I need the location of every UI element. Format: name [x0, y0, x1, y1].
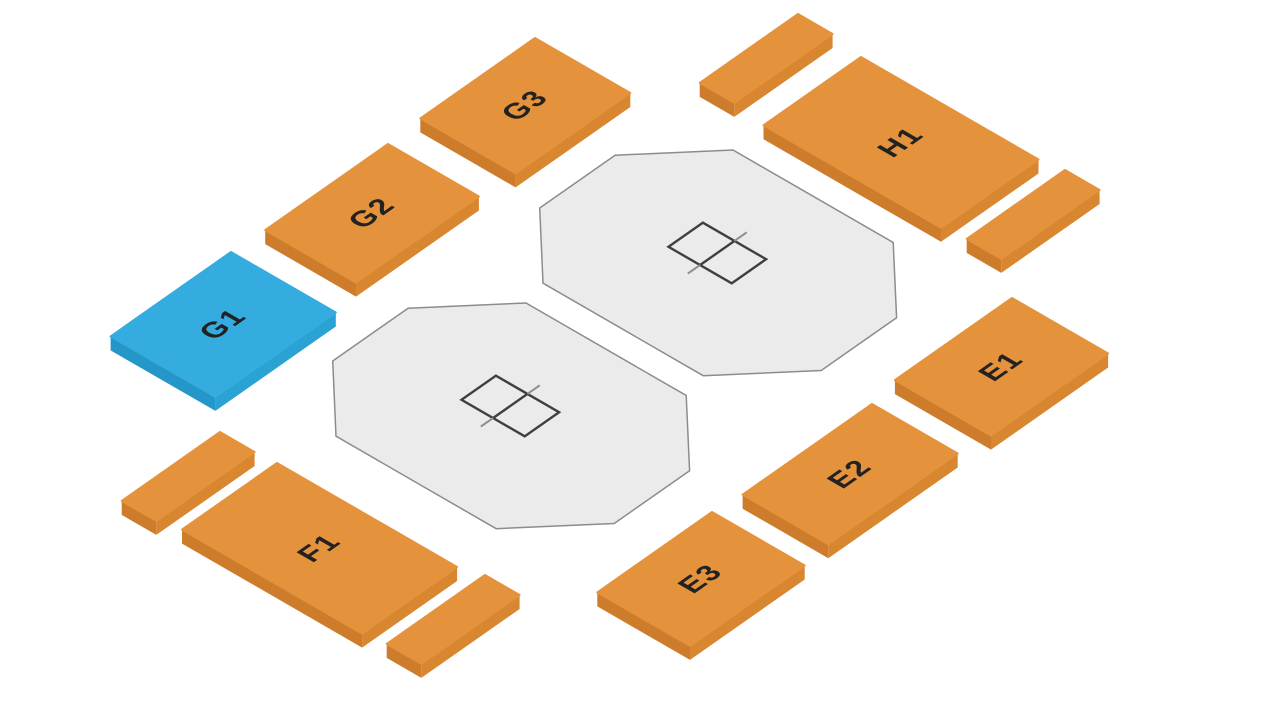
court-outline	[459, 374, 562, 438]
court-net-extension	[480, 417, 494, 428]
section-strip-nw-of-h1[interactable]	[698, 13, 834, 117]
court-net-extension	[526, 384, 541, 395]
strip-side-left	[966, 238, 1002, 273]
section-e1-side-left	[894, 380, 991, 450]
arena-floor-north-shape	[538, 149, 898, 377]
section-e2-top	[741, 403, 959, 546]
section-e3-side-right	[690, 565, 805, 660]
section-strip-nw-of-f1[interactable]	[120, 431, 256, 535]
section-h1-side-left	[763, 125, 941, 242]
strip-side-right	[734, 34, 833, 117]
section-g3-side-left	[420, 118, 516, 188]
section-g2[interactable]: G2	[264, 143, 480, 297]
strip-top	[698, 13, 834, 104]
strip-side-right	[421, 595, 520, 678]
section-g2-side-left	[265, 230, 356, 297]
court-net-extension	[687, 264, 701, 275]
section-e2[interactable]: E2	[741, 403, 959, 559]
section-g3-top	[419, 37, 632, 175]
section-g2-top	[264, 143, 480, 284]
section-h1-top	[762, 56, 1040, 229]
strip-side-left	[121, 500, 157, 535]
section-strip-se-of-f1[interactable]	[385, 574, 521, 678]
section-f1-top	[181, 462, 459, 635]
strip-side-right	[156, 452, 255, 535]
section-strip-se-of-h1[interactable]	[965, 169, 1101, 273]
section-g1-top	[109, 251, 337, 398]
section-e1[interactable]: E1	[893, 297, 1110, 450]
section-f1-side-right	[362, 567, 458, 648]
section-e3[interactable]: E3	[596, 511, 806, 660]
section-e1-side-right	[991, 353, 1109, 450]
section-h1-side-right	[941, 159, 1039, 242]
court-icon	[459, 374, 562, 438]
arena-floor-south-shape	[331, 302, 691, 530]
arena-floor-south	[331, 302, 691, 530]
strip-top	[385, 574, 521, 665]
court-icon	[666, 221, 769, 285]
section-f1[interactable]: F1	[181, 462, 459, 648]
section-e3-side-left	[597, 592, 690, 660]
section-e1-top	[893, 297, 1110, 437]
section-g1-side-right	[215, 312, 336, 411]
court-outline	[666, 221, 769, 285]
section-g3[interactable]: G3	[419, 37, 632, 188]
section-g1-side-left	[110, 336, 216, 411]
court-net-line	[492, 392, 529, 419]
section-g3-side-right	[515, 93, 631, 188]
section-g1-selected[interactable]: G1	[109, 251, 337, 411]
section-f1-side-left	[182, 529, 363, 648]
section-g2-side-right	[356, 196, 479, 297]
strip-side-right	[1001, 190, 1100, 273]
strip-top	[965, 169, 1101, 260]
strip-side-left	[699, 82, 735, 117]
court-net-extension	[733, 231, 748, 242]
strip-top	[120, 431, 256, 522]
section-e3-top	[596, 511, 806, 647]
court-net-line	[699, 239, 736, 266]
section-e2-side-right	[828, 453, 958, 559]
arena-floor-north	[538, 149, 898, 377]
section-e2-side-left	[742, 494, 829, 559]
strip-side-left	[386, 643, 422, 678]
